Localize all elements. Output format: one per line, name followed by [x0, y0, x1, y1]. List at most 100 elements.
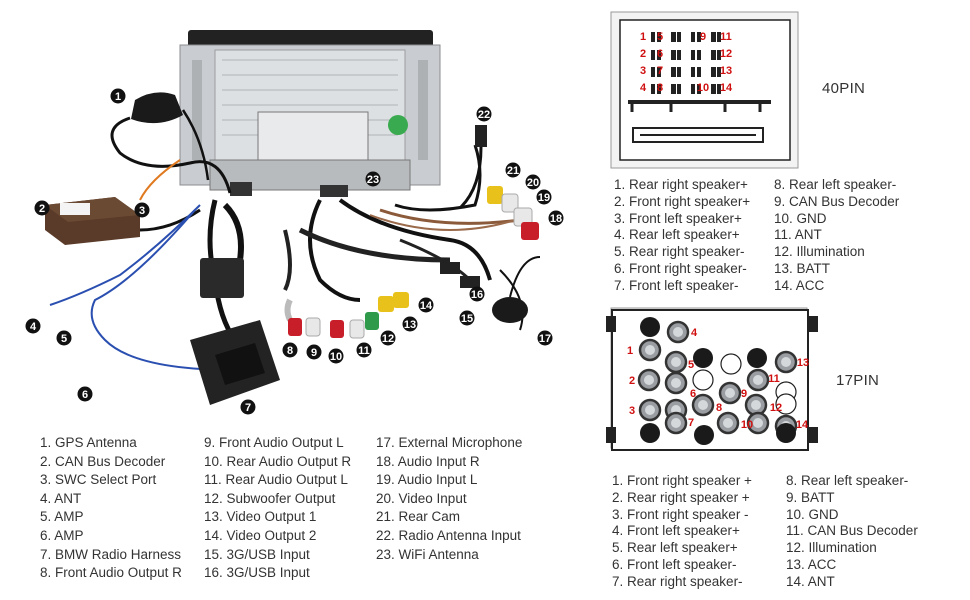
pin40-list-item: 12. Illumination	[774, 244, 865, 260]
callout-number: 20	[527, 177, 539, 189]
pin40-number: 3	[640, 65, 646, 77]
callout-number: 11	[358, 345, 370, 357]
pin40-terminal	[691, 84, 695, 94]
pin17-socket	[776, 423, 796, 443]
callout-number: 18	[550, 213, 562, 225]
legend-item: 7. BMW Radio Harness	[40, 546, 182, 562]
pin40-number: 5	[657, 31, 663, 43]
pin17-list-item: 9. BATT	[786, 489, 835, 505]
pin40-terminal	[691, 50, 695, 60]
callout-badge	[365, 171, 381, 187]
pin40-terminal	[717, 32, 721, 42]
callout-number: 9	[311, 347, 317, 359]
callout-number: 23	[367, 174, 379, 186]
pin40-number: 10	[697, 82, 709, 94]
pin17-socket-core	[725, 388, 735, 398]
pin17-socket-core	[671, 378, 681, 388]
pin40-terminal	[697, 84, 701, 94]
callout-badge	[77, 386, 93, 402]
pin17-list-item: 6. Front left speaker-	[612, 556, 737, 572]
legend-item: 8. Front Audio Output R	[40, 565, 182, 581]
callout-badge	[459, 310, 475, 326]
pin40-terminal	[697, 50, 701, 60]
legend-item: 11. Rear Audio Output L	[204, 472, 348, 488]
pin17-socket-core	[723, 418, 733, 428]
pin40-terminal	[697, 32, 701, 42]
callout-badge	[418, 297, 434, 313]
pin40-terminal	[677, 50, 681, 60]
pin40-number: 9	[700, 31, 706, 43]
callout-badge	[306, 344, 322, 360]
legend-item: 3. SWC Select Port	[40, 472, 157, 488]
callout-badge	[536, 189, 552, 205]
pin40-number: 2	[640, 48, 646, 60]
pin40-terminal	[711, 50, 716, 60]
pin17-list-item: 4. Front left speaker+	[612, 523, 740, 539]
pin40-number: 12	[720, 48, 732, 60]
callout-number: 3	[139, 205, 145, 217]
pin17-number: 8	[716, 402, 722, 414]
pin17-socket-core	[671, 418, 681, 428]
callout-badge	[328, 348, 344, 364]
callout-badge	[25, 318, 41, 334]
callout-number: 4	[30, 321, 37, 333]
pin17-list-item: 10. GND	[786, 506, 839, 522]
legend-item: 17. External Microphone	[376, 435, 523, 450]
pin17-socket	[720, 353, 742, 375]
callout-number: 14	[420, 300, 433, 312]
pin17-list-item: 2. Rear right speaker +	[612, 489, 750, 505]
callout-number: 12	[382, 333, 394, 345]
pin40-terminal	[671, 50, 676, 60]
pin40-number: 7	[657, 65, 663, 77]
pin40-list-item: 9. CAN Bus Decoder	[774, 193, 900, 209]
legend-item: 22. Radio Antenna Input	[376, 527, 521, 543]
pin40-number: 14	[720, 82, 733, 94]
pin40-terminal	[711, 67, 716, 77]
pin17-number: 11	[768, 373, 780, 385]
callout-number: 21	[507, 165, 519, 177]
callout-number: 2	[39, 203, 45, 215]
legend-item: 2. CAN Bus Decoder	[40, 453, 166, 469]
callout-number: 8	[287, 345, 293, 357]
pin40-list-item: 10. GND	[774, 210, 827, 226]
pin40-terminal	[671, 32, 676, 42]
legend-item: 18. Audio Input R	[376, 453, 480, 469]
legend-item: 21. Rear Cam	[376, 509, 461, 525]
pin17-number: 3	[629, 405, 635, 417]
callout-number: 13	[404, 319, 416, 331]
can-bus-decoder	[45, 197, 201, 245]
callout-number: 1	[115, 91, 121, 103]
callout-number: 5	[61, 333, 67, 345]
pin40-terminal	[691, 67, 695, 77]
pin40-terminal	[671, 67, 676, 77]
pin40-number: 4	[640, 82, 647, 94]
pin17-socket-core	[698, 400, 708, 410]
pin17-list-item: 7. Rear right speaker-	[612, 573, 743, 589]
pin17-number: 1	[627, 345, 633, 357]
pin40-list-item: 8. Rear left speaker-	[774, 177, 897, 192]
pin17-list-item: 12. Illumination	[786, 540, 877, 556]
pin40-list-item: 6. Front right speaker-	[614, 260, 747, 276]
legend-item: 1. GPS Antenna	[40, 435, 137, 450]
pin17-number: 6	[690, 388, 696, 400]
pin17-socket	[692, 369, 714, 391]
legend-item: 10. Rear Audio Output R	[204, 453, 352, 469]
callout-badge	[537, 330, 553, 346]
pin40-terminal	[717, 84, 721, 94]
callout-number: 17	[539, 333, 551, 345]
pin40-terminal	[717, 67, 721, 77]
callout-badge	[110, 88, 126, 104]
pin40-terminal	[657, 50, 661, 60]
pin40-list-item: 2. Front right speaker+	[614, 193, 751, 209]
pin40-number: 8	[657, 82, 663, 94]
pin40-terminal	[657, 84, 661, 94]
callout-number: 22	[478, 109, 490, 121]
pin40-list-item: 1. Rear right speaker+	[614, 177, 748, 192]
pin17-list-item: 1. Front right speaker +	[612, 473, 752, 488]
pin17-number: 4	[691, 327, 698, 339]
callout-number: 6	[82, 389, 88, 401]
pin17-socket-core	[645, 345, 655, 355]
pin17-socket	[640, 317, 660, 337]
